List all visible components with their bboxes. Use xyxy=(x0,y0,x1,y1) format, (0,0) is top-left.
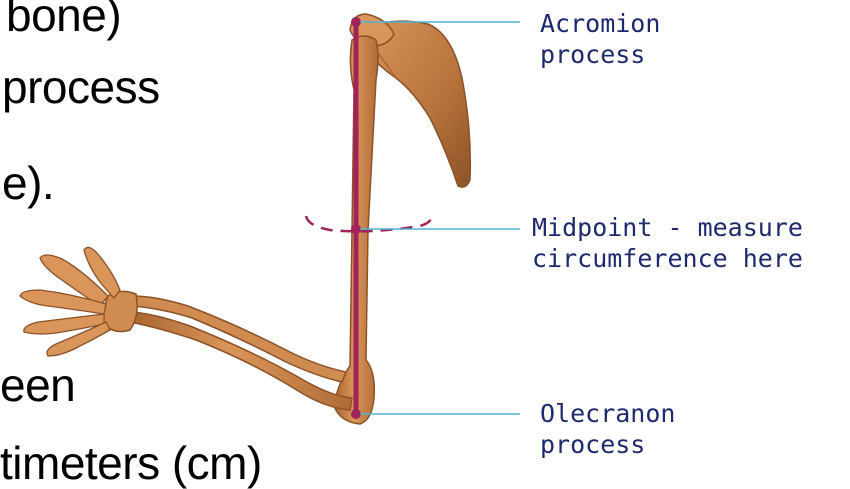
midpoint-label: Midpoint - measure circumference here xyxy=(532,212,803,274)
midpoint-marker xyxy=(351,224,361,234)
olecranon-label-line-2: process xyxy=(540,429,675,460)
olecranon-label-line-1: Olecranon xyxy=(540,398,675,429)
acromion-label-line-1: Acromion xyxy=(540,8,660,39)
forearm xyxy=(130,296,352,410)
acromion-label: Acromion process xyxy=(540,8,660,70)
acromion-label-line-2: process xyxy=(540,39,660,70)
acromion-marker xyxy=(351,17,361,27)
olecranon-label: Olecranon process xyxy=(540,398,675,460)
hand xyxy=(20,247,137,356)
midpoint-label-line-2: circumference here xyxy=(532,243,803,274)
olecranon-marker xyxy=(351,409,361,419)
midpoint-label-line-1: Midpoint - measure xyxy=(532,212,803,243)
